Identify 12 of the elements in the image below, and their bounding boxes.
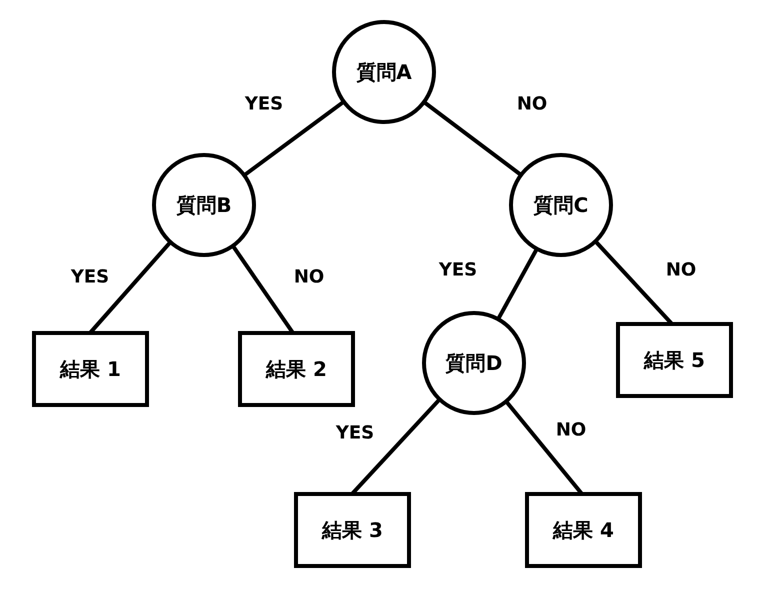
result-box: 結果 3 (294, 492, 411, 568)
result-box: 結果 2 (238, 331, 355, 407)
branch-line (496, 248, 538, 320)
question-circle: 質問D (422, 311, 526, 415)
question-circle: 質問A (332, 20, 436, 124)
branch-line (424, 101, 522, 176)
result-box: 結果 4 (525, 492, 642, 568)
branch-line (244, 100, 344, 176)
result-box: 結果 5 (616, 322, 733, 398)
result-box: 結果 1 (32, 331, 149, 407)
question-circle: 質問C (509, 153, 613, 257)
question-circle: 質問B (152, 153, 256, 257)
